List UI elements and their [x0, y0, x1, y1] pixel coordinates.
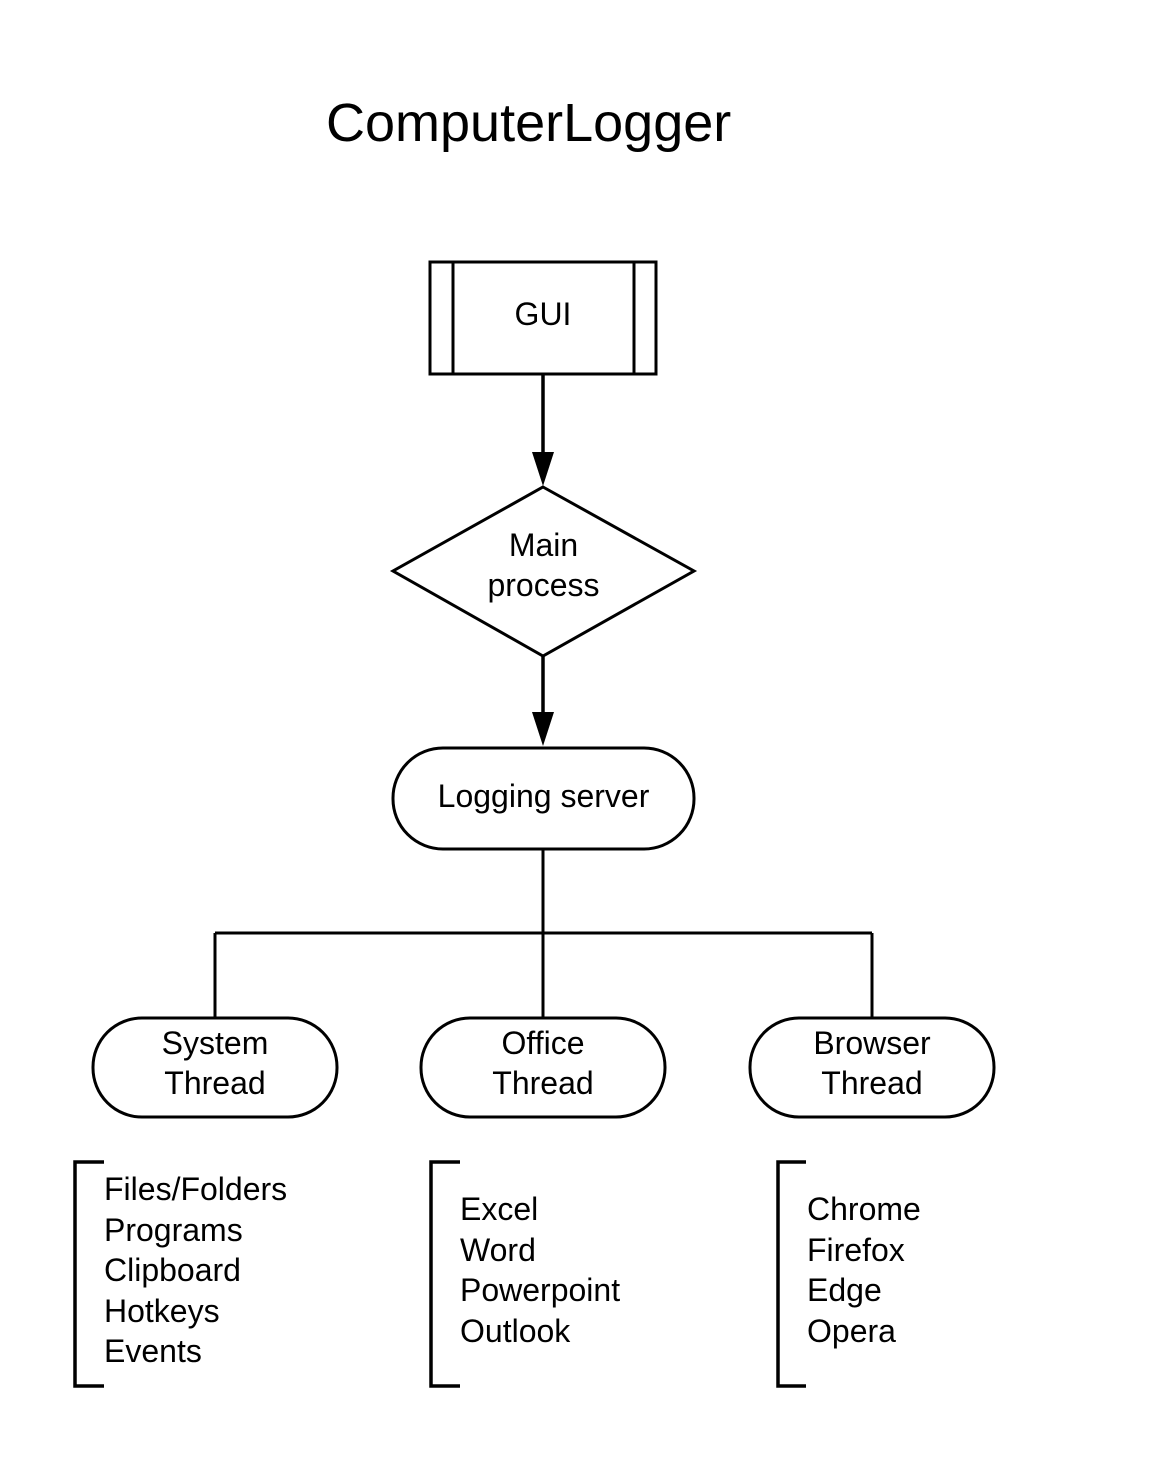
browser-thread-label-line-2: Thread	[821, 1065, 923, 1101]
main-process-label-line-2: process	[487, 567, 600, 603]
arrow-gui-to-main	[532, 374, 554, 486]
gui-node-label: GUI	[430, 294, 656, 334]
list-item: Files/Folders	[104, 1171, 288, 1207]
logging-server-node-label: Logging server	[393, 776, 694, 816]
office-list-bracket	[429, 1160, 460, 1388]
system-thread-label-line-2: Thread	[164, 1065, 266, 1101]
gui-node-shape	[428, 260, 658, 376]
browser-thread-node-shape	[748, 1016, 996, 1119]
list-item: Chrome	[807, 1191, 921, 1227]
arrow-main-to-logging	[532, 656, 554, 746]
office-thread-list: Excel Word Powerpoint Outlook	[460, 1189, 620, 1351]
list-item: Hotkeys	[104, 1292, 220, 1329]
system-thread-label-line-1: System	[161, 1025, 269, 1061]
thread-connector-lines	[213, 849, 874, 1018]
list-item: Firefox	[807, 1231, 905, 1268]
main-process-label-line-1: Main	[508, 527, 579, 563]
browser-list-bracket	[776, 1160, 806, 1388]
main-process-node-label: Main process	[393, 525, 694, 605]
browser-thread-label-line-1: Browser	[813, 1025, 931, 1061]
system-thread-node-label: System Thread	[93, 1023, 337, 1103]
logging-server-label-text: Logging server	[437, 778, 650, 814]
list-item: Excel	[460, 1191, 539, 1227]
list-item: Edge	[807, 1272, 882, 1308]
list-item: Events	[104, 1333, 202, 1369]
office-thread-label-line-1: Office	[501, 1025, 585, 1061]
browser-thread-node-label: Browser Thread	[750, 1023, 994, 1103]
list-item: Clipboard	[104, 1252, 241, 1288]
list-item: Opera	[807, 1312, 896, 1349]
office-thread-node-label: Office Thread	[421, 1023, 665, 1103]
system-thread-node-shape	[91, 1016, 339, 1119]
gui-label-text: GUI	[514, 296, 572, 332]
system-list-bracket	[73, 1160, 104, 1388]
browser-thread-list: Chrome Firefox Edge Opera	[807, 1189, 921, 1351]
office-thread-label-line-2: Thread	[492, 1065, 594, 1101]
list-item: Programs	[104, 1211, 243, 1248]
list-item: Outlook	[460, 1312, 571, 1349]
system-thread-list: Files/Folders Programs Clipboard Hotkeys…	[104, 1169, 287, 1372]
list-item: Word	[460, 1231, 536, 1268]
diagram-title: ComputerLogger	[326, 93, 732, 153]
office-thread-node-shape	[419, 1016, 667, 1119]
list-item: Powerpoint	[460, 1272, 621, 1308]
